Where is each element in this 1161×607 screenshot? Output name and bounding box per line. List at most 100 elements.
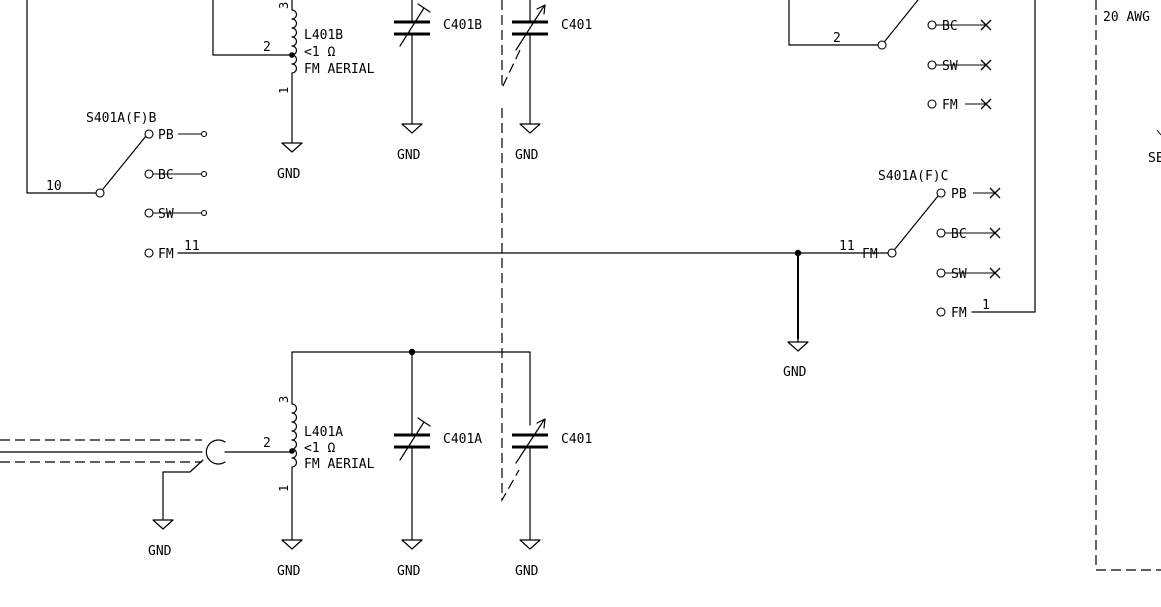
switch-s401b-label-bc: BC [158,168,174,183]
coil-l401a-pin-bottom: 1 [277,485,291,492]
switch-s401b-end-bc [200,170,208,178]
coil-l401b-pin-top: 3 [277,2,291,9]
switch-s401c-nc-sw [989,267,1001,279]
ground-label: GND [397,148,421,163]
capacitor-c401-bottom-variable-arrow [515,419,545,464]
switch-s401c-arm [894,195,939,250]
wire-gauge-label: 20 AWG [1103,10,1150,25]
coil-l401b: 3 2 1 L401B <1 Ω FM AERIAL [212,0,375,143]
switch-s401c: S401A(F)C 11 FM PB BC SW FM 1 [839,0,1036,321]
coax-input [0,439,293,520]
switch-s401c-contact-pb [936,188,946,198]
capacitor-c401-bottom-arrowhead [536,418,546,429]
coil-l401a-winding [291,391,298,540]
switch-s401b-common-wire [26,0,97,194]
ground-symbol: GND [397,539,423,579]
coil-l401a-tap-dot [289,448,295,454]
switch-s401b-label-fm: FM [158,247,174,262]
ground-symbol: GND [397,123,423,163]
switch-top-right-common-wire [788,0,879,46]
coil-l401a-pin-top: 3 [277,396,291,403]
switch-s401c-label-bc: BC [951,227,967,242]
switch-s401b-common-contact [95,188,105,198]
switch-s401b-label-sw: SW [158,207,174,222]
coil-l401b-tap-wire [212,0,293,56]
capacitor-c401a: C401A [394,351,482,540]
coil-l401b-pin-tap: 2 [263,40,271,55]
switch-s401c-ref: S401A(F)C [878,169,948,184]
ground-label: GND [515,564,539,579]
coil-l401a-resistance: <1 Ω [304,441,335,456]
coil-l401b-tap-dot [289,52,295,58]
switch-top-right-label-bc: BC [942,19,958,34]
coax-shield-ground-wire [162,459,204,520]
coil-l401a: 3 2 1 L401A <1 Ω FM AERIAL [263,391,375,540]
coil-l401a-desc: FM AERIAL [304,457,375,472]
switch-s401c-label-fm: FM [951,306,967,321]
ground-label: GND [148,544,172,559]
capacitor-c401-top: C401 [512,0,592,125]
switch-s401b: S401A(F)B 10 PB BC SW FM 11 [26,0,208,262]
switch-s401c-common-pin: 11 [839,239,855,254]
switch-top-right-nc-sw [980,59,992,71]
switch-s401c-contact-fm [936,307,946,317]
switch-top-right-label-sw: SW [942,59,958,74]
coil-l401b-winding [291,0,298,143]
capacitor-c401b-trimmer-head [417,3,431,13]
switch-s401c-nc-pb [989,187,1001,199]
switch-top-right-common-pin: 2 [833,31,841,46]
switch-top-right-nc-fm [980,98,992,110]
switch-top-right-label-fm: FM [942,98,958,113]
capacitor-c401b-trimmer-arrow [399,7,425,47]
capacitor-c401b: C401B [394,0,482,125]
switch-s401b-fm-pin: 11 [184,239,200,254]
capacitor-c401-top-arrowhead [536,4,546,15]
ground-label: GND [277,564,301,579]
switch-s401c-output-wire [971,0,1036,313]
switch-s401b-common-pin: 10 [46,179,62,194]
coil-l401a-ref: L401A [304,425,343,440]
coil-l401b-ref: L401B [304,28,343,43]
ground-label: GND [783,365,807,380]
ground-symbol: GND [277,539,303,579]
ground-label: GND [515,148,539,163]
switch-top-right-nc-bc [980,19,992,31]
ground-symbol: GND [515,123,541,163]
switch-s401c-common-contact [887,248,897,258]
switch-top-right-contact-fm [927,99,937,109]
switch-s401c-nc-bc [989,227,1001,239]
switch-s401b-contact-sw [144,208,154,218]
frame-right: 20 AWG SE [1095,0,1161,571]
switch-top-right-contact-sw [927,60,937,70]
ground-label: GND [397,564,421,579]
switch-s401c-label-sw: SW [951,267,967,282]
ground-symbol: GND [515,539,541,579]
switch-top-right-contact-bc [927,20,937,30]
frame-border [1095,0,1161,571]
capacitor-c401b-ref: C401B [443,18,482,33]
switch-s401c-label-pb: PB [951,187,967,202]
ground-symbol: GND [277,142,303,182]
switch-s401b-contact-pb [144,129,154,139]
capacitor-c401-bottom: C401 [512,418,592,540]
switch-top-right-arm [884,0,919,42]
capacitor-c401a-ref: C401A [443,432,482,447]
switch-s401b-arm [102,135,147,190]
capacitor-c401a-trimmer-arrow [399,421,425,461]
gang-linkage-bottom [501,108,520,503]
switch-s401b-end-sw [200,209,208,217]
switch-s401c-fm-label: FM [862,247,878,262]
switch-s401b-end-pb [200,130,208,138]
capacitor-c401-bottom-ref: C401 [561,432,592,447]
switch-s401c-contact-sw [936,268,946,278]
coil-l401b-desc: FM AERIAL [304,62,375,77]
switch-top-right: 2 BC SW FM [788,0,992,113]
gang-linkage-top [501,0,521,89]
ground-label: GND [277,167,301,182]
coil-l401b-resistance: <1 Ω [304,45,335,60]
frame-x-mark [1156,129,1161,136]
switch-s401b-contact-fm [144,248,154,258]
capacitor-c401-top-variable-arrow [515,5,545,51]
ground-symbol: GND [783,338,809,380]
